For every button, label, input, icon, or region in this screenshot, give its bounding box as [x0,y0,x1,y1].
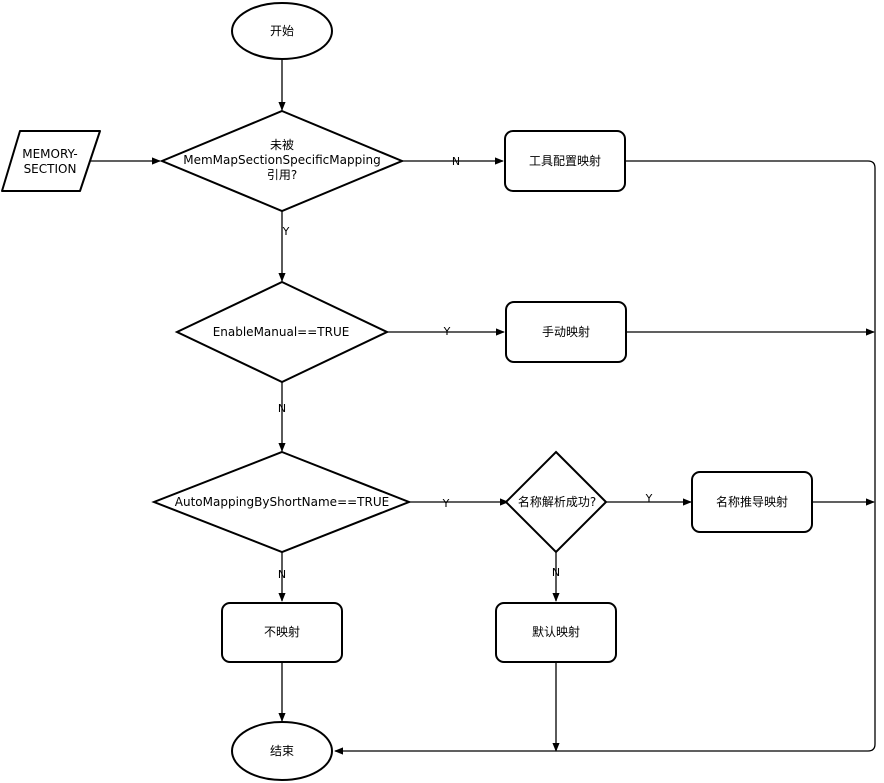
enable-manual-label: EnableManual==TRUE [213,325,350,339]
node-enable-manual-decision: EnableManual==TRUE [174,280,390,384]
default-mapping-box [495,602,617,663]
no-mapping-box [221,602,343,663]
manual-mapping-box [505,301,627,363]
end-label: 结束 [270,744,294,758]
not-referenced-label-line1: 未被 [270,138,294,152]
node-not-referenced-decision: 未被 MemMapSectionSpecificMapping 引用? [159,109,405,213]
name-derived-mapping-label: 名称推导映射 [716,494,788,509]
node-default-mapping: 默认映射 [495,602,617,663]
edge-labels: N Y Y N Y Y N N [278,155,653,581]
edge-label-not-referenced-no: N [452,155,460,168]
manual-mapping-label: 手动映射 [542,324,590,339]
auto-mapping-diamond [151,450,412,554]
edge-label-enable-manual-yes: Y [443,325,451,338]
edge-label-not-referenced-yes: Y [282,225,290,238]
end-terminal-shape [231,721,333,781]
node-end: 结束 [231,721,333,781]
edges [90,60,876,755]
node-memory-section: MEMORY- SECTION [1,130,101,192]
edge-label-auto-mapping-no: N [278,568,286,581]
name-derived-mapping-box [691,471,813,533]
no-mapping-label: 不映射 [264,624,300,639]
start-terminal-shape [231,2,333,60]
enable-manual-diamond [174,280,390,384]
tool-config-mapping-label: 工具配置映射 [529,153,601,168]
node-tool-config-mapping: 工具配置映射 [504,130,626,192]
not-referenced-diamond [159,109,405,213]
name-parse-label: 名称解析成功? [518,494,596,509]
start-label: 开始 [270,24,294,38]
tool-config-mapping-box [504,130,626,192]
edge-label-auto-mapping-yes: Y [442,497,450,510]
memory-section-data-shape [1,130,101,192]
memory-section-label-line2: SECTION [24,162,77,176]
name-parse-diamond [504,450,608,554]
auto-mapping-label: AutoMappingByShortName==TRUE [175,495,389,509]
default-mapping-label: 默认映射 [532,624,580,639]
edge-label-name-parse-no: N [552,566,560,579]
node-name-parse-decision: 名称解析成功? [504,450,608,554]
not-referenced-label-line2: MemMapSectionSpecificMapping [183,153,381,167]
not-referenced-label-line3: 引用? [267,168,297,182]
node-auto-mapping-decision: AutoMappingByShortName==TRUE [151,450,412,554]
node-name-derived-mapping: 名称推导映射 [691,471,813,533]
memory-section-label-line1: MEMORY- [22,147,78,161]
node-manual-mapping: 手动映射 [505,301,627,363]
node-no-mapping: 不映射 [221,602,343,663]
edge-label-name-parse-yes: Y [645,492,653,505]
node-start: 开始 [231,2,333,60]
edge-tool-config-to-end [334,160,876,755]
edge-label-enable-manual-no: N [278,402,286,415]
